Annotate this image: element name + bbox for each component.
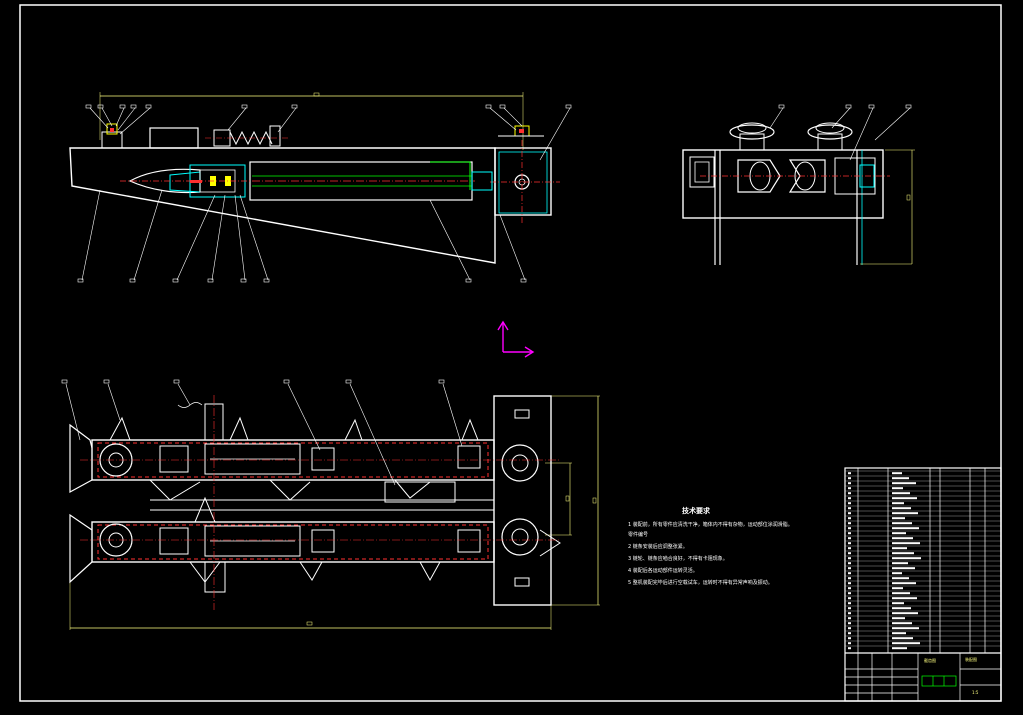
parts-list-number-mark <box>848 632 851 635</box>
parts-list-text-mark <box>892 512 918 515</box>
parts-list-text-mark <box>892 577 909 580</box>
parts-list-text-mark <box>892 477 909 480</box>
parts-list-text-mark <box>892 552 914 555</box>
parts-list-text-mark <box>892 642 920 645</box>
title-block-drawing-no: 装配图 <box>965 657 977 662</box>
parts-list-text-mark <box>892 572 902 575</box>
parts-list-number-mark <box>848 572 851 575</box>
parts-list-text-mark <box>892 592 910 595</box>
parts-list-text-mark <box>892 507 911 510</box>
parts-list-number-mark <box>848 477 851 480</box>
title-block-scale: 1:5 <box>972 690 979 695</box>
parts-list-text-mark <box>892 562 908 565</box>
requirement-line: 1 装配前，所有零件应清洗干净，箱体内不得有杂物，运动部位涂润滑脂。 <box>628 522 793 528</box>
parts-list-text-mark <box>892 497 917 500</box>
parts-list-number-mark <box>848 482 851 485</box>
parts-list-number-mark <box>848 602 851 605</box>
parts-list-text-mark <box>892 472 902 475</box>
end-view <box>682 104 915 265</box>
parts-list-number-mark <box>848 597 851 600</box>
parts-list-number-mark <box>848 622 851 625</box>
plan-view <box>61 379 600 630</box>
parts-list-number-mark <box>848 472 851 475</box>
parts-list-text-mark <box>892 622 912 625</box>
parts-list-text-mark <box>892 542 920 545</box>
parts-list-number-mark <box>848 487 851 490</box>
requirement-line: 2 链条安装后应调整张紧。 <box>628 544 688 550</box>
parts-list-text-mark <box>892 632 906 635</box>
parts-list-number-mark <box>848 522 851 525</box>
requirement-line: 4 装配后各运动部件运转灵活。 <box>628 568 698 574</box>
side-view <box>69 92 572 283</box>
parts-list-text-mark <box>892 557 921 560</box>
parts-list-text-mark <box>892 537 913 540</box>
parts-list-number-mark <box>848 582 851 585</box>
parts-list-number-mark <box>848 547 851 550</box>
technical-requirements-title: 技术要求 <box>682 507 710 515</box>
parts-list-number-mark <box>848 507 851 510</box>
parts-list-number-mark <box>848 557 851 560</box>
parts-list-number-mark <box>848 512 851 515</box>
parts-list-number-mark <box>848 542 851 545</box>
parts-list-number-mark <box>848 497 851 500</box>
parts-list-number-mark <box>848 617 851 620</box>
parts-list-number-mark <box>848 537 851 540</box>
requirement-line: 3 链轮、链条应啮合良好，不得有卡阻现象。 <box>628 556 728 562</box>
parts-list-text-mark <box>892 587 903 590</box>
parts-list-text-mark <box>892 602 904 605</box>
parts-list-number-mark <box>848 517 851 520</box>
parts-list-number-mark <box>848 532 851 535</box>
parts-list-number-mark <box>848 592 851 595</box>
parts-list-text-mark <box>892 607 911 610</box>
parts-list-number-mark <box>848 577 851 580</box>
parts-list-number-mark <box>848 562 851 565</box>
parts-list-number-mark <box>848 642 851 645</box>
parts-list-number-mark <box>848 637 851 640</box>
parts-list-text-mark <box>892 612 918 615</box>
parts-list-text-mark <box>892 582 916 585</box>
parts-list-text-mark <box>892 617 905 620</box>
title-block-name: 截齿图 <box>924 658 936 663</box>
parts-list-text-mark <box>892 482 916 485</box>
parts-list-number-mark <box>848 567 851 570</box>
parts-list-text-mark <box>892 517 905 520</box>
drawing-border <box>19 4 1002 702</box>
title-block-rows <box>845 470 1001 650</box>
parts-list-number-mark <box>848 647 851 650</box>
parts-list-text-mark <box>892 502 904 505</box>
parts-list-number-mark <box>848 612 851 615</box>
parts-list-number-mark <box>848 607 851 610</box>
parts-list-text-mark <box>892 527 919 530</box>
requirement-line: 零件编号 <box>628 532 649 538</box>
parts-list-number-mark <box>848 492 851 495</box>
title-block <box>844 467 1002 702</box>
requirement-line: 5 整机装配完毕后进行空载试车，运转时不得有异常声响及振动。 <box>628 580 773 586</box>
parts-list-text-mark <box>892 627 919 630</box>
parts-list-text-mark <box>892 637 913 640</box>
parts-list-text-mark <box>892 487 903 490</box>
parts-list-text-mark <box>892 647 907 650</box>
ucs-axis-icon <box>497 320 535 358</box>
parts-list-text-mark <box>892 547 907 550</box>
parts-list-number-mark <box>848 587 851 590</box>
parts-list-text-mark <box>892 597 917 600</box>
parts-list-text-mark <box>892 567 915 570</box>
parts-list-text-mark <box>892 522 912 525</box>
parts-list-number-mark <box>848 502 851 505</box>
parts-list-number-mark <box>848 627 851 630</box>
parts-list-text-mark <box>892 532 906 535</box>
parts-list-number-mark <box>848 552 851 555</box>
parts-list-number-mark <box>848 527 851 530</box>
parts-list-text-mark <box>892 492 910 495</box>
